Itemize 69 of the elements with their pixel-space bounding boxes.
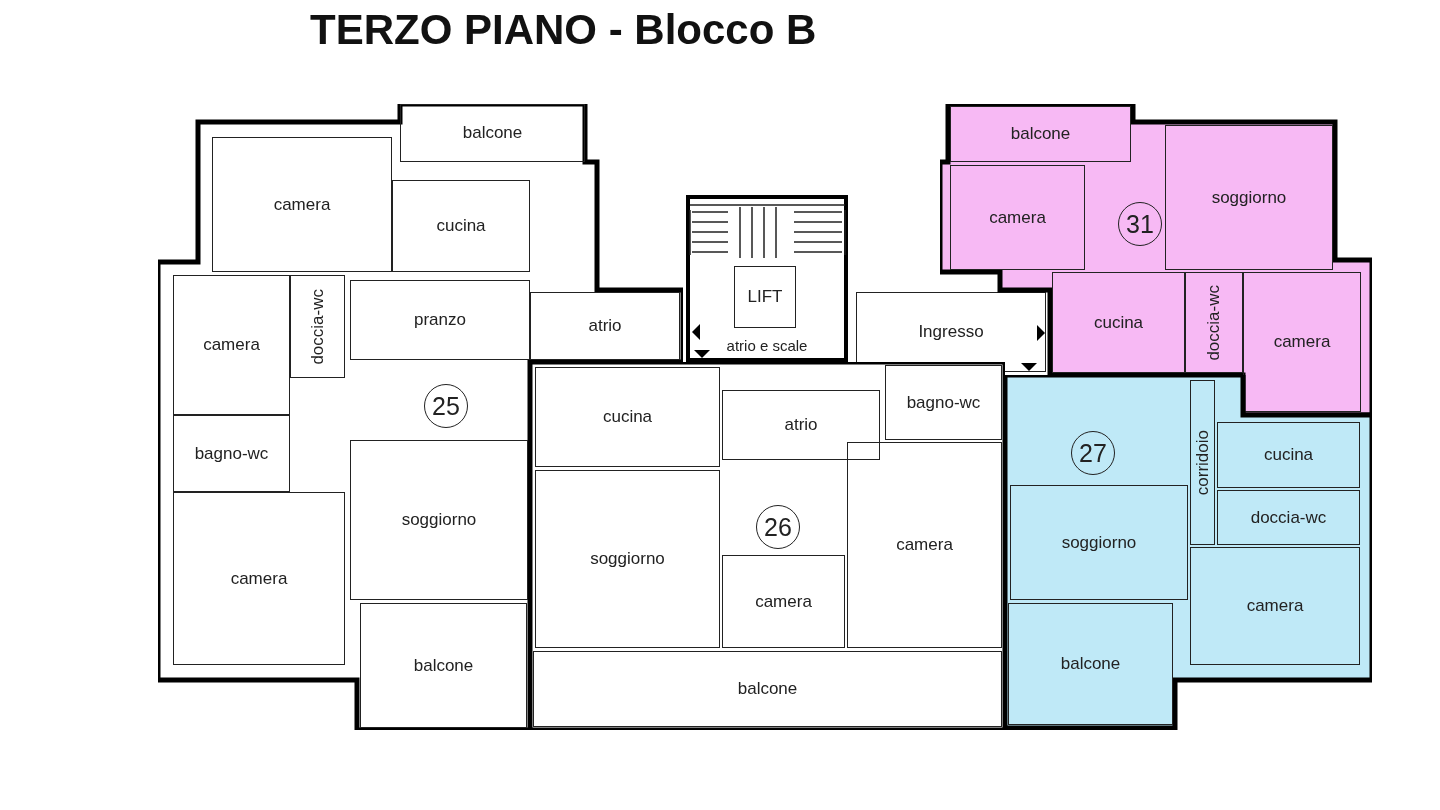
room-label: atrio bbox=[784, 415, 818, 435]
room-box bbox=[1217, 490, 1360, 545]
room-box bbox=[535, 367, 720, 467]
room-box bbox=[1008, 603, 1173, 725]
room-label: camera bbox=[273, 194, 331, 215]
room-box bbox=[1190, 380, 1215, 545]
room-label: soggiorno bbox=[401, 510, 477, 530]
room-box bbox=[360, 603, 527, 728]
room-label: pranzo bbox=[414, 310, 466, 330]
room-label: doccia-wc bbox=[1250, 507, 1327, 528]
room-label: camera bbox=[1246, 596, 1304, 616]
room-label: balcone bbox=[413, 655, 474, 676]
room-label: balcone bbox=[1060, 654, 1121, 674]
room-label: camera bbox=[989, 207, 1046, 228]
room-box bbox=[1217, 422, 1360, 488]
room-box bbox=[533, 651, 1002, 727]
room-label: camera bbox=[230, 568, 288, 589]
room-box bbox=[1190, 547, 1360, 665]
room-label: bagno-wc bbox=[194, 443, 269, 464]
room-label: doccia-wc bbox=[307, 288, 328, 365]
stairwell-box bbox=[686, 195, 848, 362]
apartment-outline bbox=[530, 362, 1005, 730]
room-label: Ingresso bbox=[918, 322, 984, 342]
room-box bbox=[1010, 485, 1188, 600]
room-box bbox=[350, 280, 530, 360]
room-label: balcone bbox=[462, 123, 523, 143]
room-box bbox=[1052, 272, 1185, 373]
room-box bbox=[212, 137, 392, 272]
room-label: atrio e scale bbox=[726, 337, 808, 354]
room-box bbox=[885, 365, 1002, 440]
room-box bbox=[1185, 272, 1243, 373]
apartment-outline bbox=[158, 104, 683, 730]
room-label: cucina bbox=[602, 407, 653, 427]
room-box bbox=[400, 104, 585, 162]
room-box bbox=[350, 440, 528, 600]
room-label: corridoio bbox=[1192, 429, 1213, 496]
room-label: camera bbox=[755, 591, 812, 612]
apartment-outline bbox=[1005, 375, 1372, 730]
room-box bbox=[722, 555, 845, 648]
room-label: camera bbox=[1273, 332, 1331, 352]
room-label: doccia-wc bbox=[1204, 284, 1224, 361]
room-label: cucina bbox=[1093, 312, 1144, 333]
room-label: balcone bbox=[737, 679, 798, 699]
room-box bbox=[173, 275, 290, 415]
room-box bbox=[1165, 125, 1333, 270]
room-box bbox=[950, 106, 1131, 162]
room-box bbox=[1243, 272, 1361, 412]
room-box bbox=[535, 470, 720, 648]
room-label: soggiorno bbox=[1061, 532, 1137, 553]
room-label: cucina bbox=[1263, 445, 1314, 465]
room-box bbox=[392, 180, 530, 272]
room-label: camera bbox=[896, 535, 953, 555]
room-label: LIFT bbox=[747, 287, 783, 307]
room-box bbox=[173, 492, 345, 665]
title: TERZO PIANO - Blocco B bbox=[310, 6, 817, 54]
room-label: soggiorno bbox=[1211, 187, 1287, 208]
room-label: soggiorno bbox=[590, 549, 665, 569]
room-box bbox=[734, 266, 796, 328]
room-label: atrio bbox=[588, 316, 622, 336]
room-label: balcone bbox=[1010, 124, 1071, 144]
room-label: camera bbox=[203, 335, 260, 355]
room-box bbox=[722, 390, 880, 460]
room-box bbox=[173, 415, 290, 492]
room-box bbox=[847, 442, 1002, 648]
room-label: bagno-wc bbox=[906, 392, 981, 413]
room-box bbox=[530, 292, 680, 360]
room-label: cucina bbox=[436, 216, 486, 236]
room-box bbox=[950, 165, 1085, 270]
room-box bbox=[290, 275, 345, 378]
